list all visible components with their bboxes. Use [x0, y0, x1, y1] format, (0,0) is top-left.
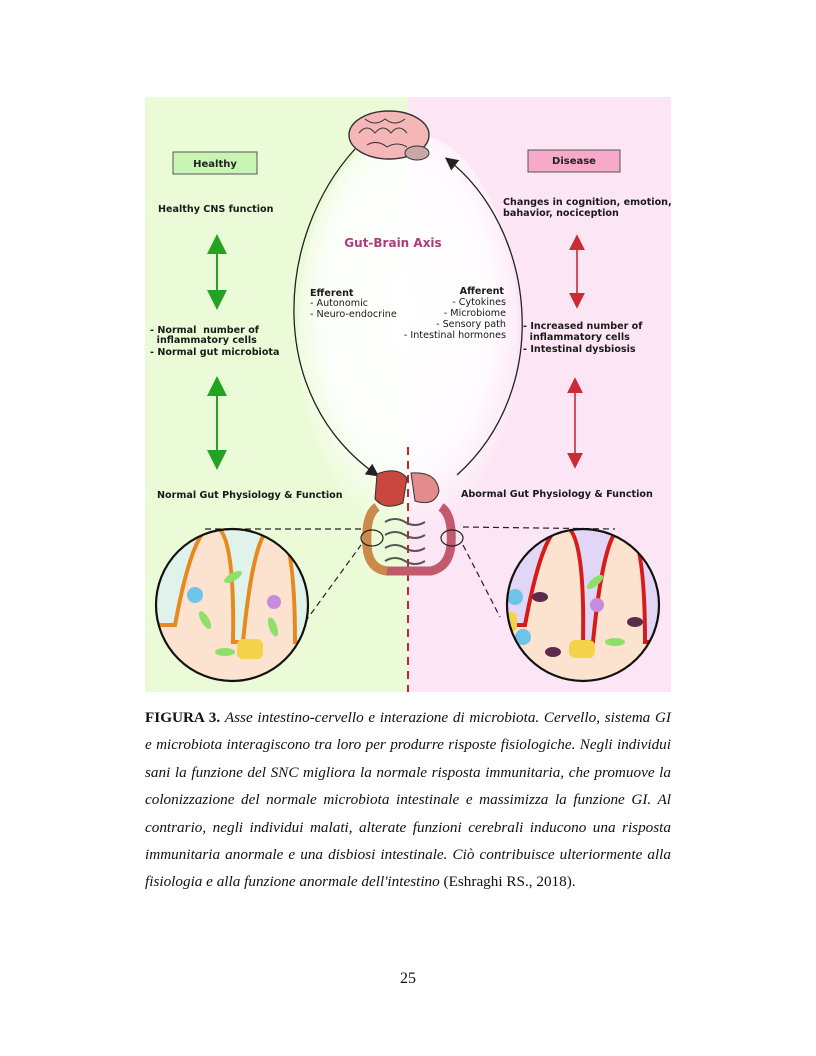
healthy-label: Healthy: [193, 159, 237, 170]
efferent-item: - Autonomic: [310, 298, 368, 309]
efferent-title: Efferent: [310, 288, 354, 299]
healthy-microbiota-text: - Normal gut microbiota: [150, 347, 280, 358]
disease-changes-text: bahavior, nociception: [503, 208, 619, 219]
disease-dysbiosis-text: - Intestinal dysbiosis: [523, 344, 636, 355]
afferent-item: - Cytokines: [452, 297, 506, 308]
gut-brain-figure: Healthy Disease Gut-Brain Axis Efferent …: [145, 97, 671, 692]
healthy-gut-text: Normal Gut Physiology & Function: [157, 490, 343, 501]
disease-label: Disease: [552, 156, 596, 167]
page-number: 25: [400, 970, 416, 987]
efferent-item: - Neuro-endocrine: [310, 309, 397, 320]
efferent-arrow: [293, 148, 380, 477]
healthy-cells-text: - Normal number of: [150, 325, 260, 336]
healthy-cns-text: Healthy CNS function: [158, 204, 274, 215]
caption-label: FIGURA 3.: [145, 709, 221, 726]
healthy-cells-text: inflammatory cells: [150, 335, 257, 346]
afferent-title: Afferent: [460, 286, 505, 297]
disease-gut-zoom: [505, 527, 661, 683]
figure-caption: FIGURA 3. Asse intestino-cervello e inte…: [145, 704, 671, 896]
healthy-gut-zoom: [154, 527, 310, 683]
afferent-item: - Intestinal hormones: [404, 330, 506, 341]
caption-body: Asse intestino-cervello e interazione di…: [145, 709, 671, 891]
disease-cells-text: - Increased number of: [523, 321, 643, 332]
disease-gut-text: Abormal Gut Physiology & Function: [461, 489, 653, 500]
afferent-arrow: [444, 157, 523, 476]
disease-changes-text: Changes in cognition, emotion,: [503, 197, 671, 208]
brain-icon: [348, 110, 430, 161]
afferent-item: - Sensory path: [436, 319, 506, 330]
gut-brain-axis-title: Gut-Brain Axis: [344, 236, 441, 250]
disease-cells-text: inflammatory cells: [523, 332, 630, 343]
caption-citation: (Eshraghi RS., 2018).: [443, 873, 576, 891]
afferent-item: - Microbiome: [444, 308, 506, 319]
